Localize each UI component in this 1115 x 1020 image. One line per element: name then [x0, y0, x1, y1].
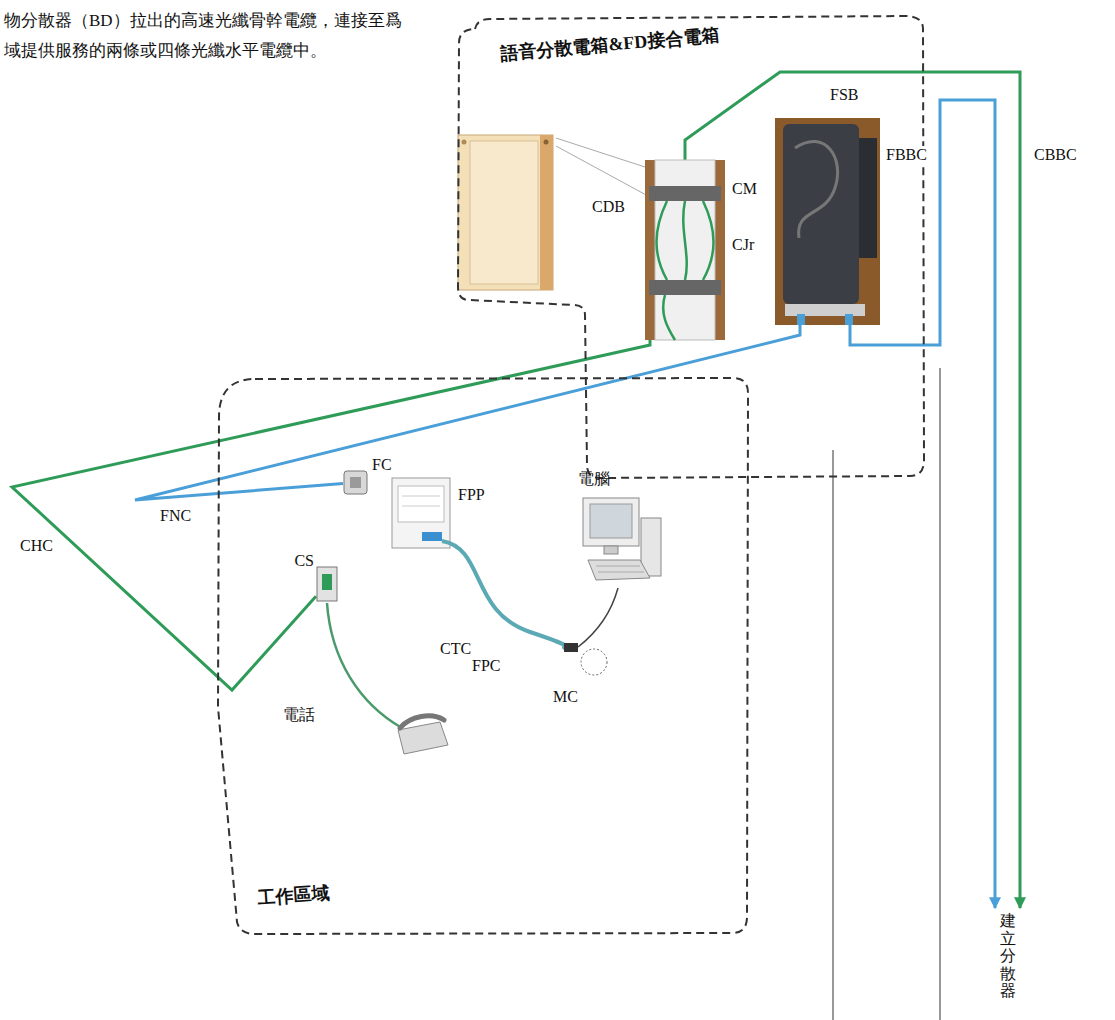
computer-drawing — [596, 566, 640, 567]
leader-line — [833, 450, 834, 1020]
cabinet-drawing — [458, 135, 553, 290]
region-title: 工作區域 — [257, 884, 330, 907]
dashed-region: 語音分散電箱&FD接合電箱 CDB FSB — [455, 15, 925, 480]
dashed-region — [218, 378, 748, 934]
phone-drawing — [327, 603, 402, 728]
part-code: FPP — [458, 486, 485, 504]
fiber-socket — [344, 471, 367, 494]
dashed-region: 工作區域 FC CS — [215, 377, 750, 935]
phone-drawing — [400, 716, 444, 728]
cable-connector — [12, 340, 650, 690]
patch-panel-drawing — [392, 478, 450, 548]
part-code: CS — [294, 552, 314, 570]
splice-box — [859, 138, 877, 258]
distributor-target: 建立分散器 — [988, 908, 1028, 1012]
patch-panel-drawing — [398, 486, 444, 522]
copper-socket — [317, 567, 337, 601]
patch-panel-drawing — [392, 478, 450, 548]
patch-cord-drawing — [578, 588, 618, 647]
copper-socket — [322, 574, 332, 590]
splice-box — [775, 118, 880, 325]
pointer-line — [556, 146, 648, 196]
leader-line — [833, 368, 940, 1020]
computer-drawing — [583, 498, 661, 580]
device-name: 電話 — [283, 706, 315, 724]
patch-panel-drawing — [402, 496, 440, 497]
cabinet-drawing — [458, 135, 553, 290]
cable-code: FNC — [158, 507, 193, 525]
fiber-socket: FC — [343, 470, 368, 495]
cabinet-drawing — [544, 140, 549, 145]
splice-box — [775, 118, 880, 325]
dashed-region — [458, 16, 924, 478]
patch-panel-drawing — [402, 506, 440, 507]
note-text: 物分散器（BD）拉出的高速光纖骨幹電纜，連接至爲 域提供服務的兩條或四條光纖水平… — [4, 6, 404, 66]
cabinet-drawing — [470, 141, 538, 284]
part-code: FC — [372, 456, 392, 474]
cable-code: CBBC — [1032, 146, 1079, 164]
part-code: MC — [553, 688, 578, 706]
computer-drawing — [588, 560, 650, 580]
distribution-board: CDB — [645, 160, 725, 340]
distribution-board — [649, 186, 721, 201]
cabinet-drawing — [540, 135, 553, 290]
pointer-line — [556, 138, 648, 196]
computer-drawing — [598, 572, 644, 573]
computer-drawing — [604, 546, 618, 554]
region-title: 語音分散電箱&FD接合電箱 — [500, 26, 720, 63]
distribution-board — [645, 160, 725, 340]
splice-box: FSB — [775, 118, 880, 325]
part-code: FSB — [830, 86, 858, 104]
leader-line — [940, 368, 941, 1020]
cabinet-drawing — [462, 140, 467, 145]
distribution-board — [663, 295, 675, 340]
splice-box — [797, 314, 805, 325]
patch-cord-drawing — [581, 649, 607, 675]
copper-socket: CS — [316, 566, 338, 602]
cable-code: FBBC — [884, 146, 929, 164]
part-code: CTC — [440, 640, 471, 658]
patch-cord-drawing — [564, 643, 578, 652]
phone-drawing — [327, 603, 448, 754]
computer-drawing — [583, 498, 639, 546]
part-code: CDB — [592, 198, 625, 216]
splice-box — [783, 124, 859, 304]
dashed-region — [215, 377, 750, 935]
splice-box — [845, 314, 853, 325]
cable-connector — [135, 325, 800, 500]
distribution-board — [645, 160, 725, 340]
patch-cord-drawing — [442, 541, 567, 648]
distribution-board — [649, 280, 721, 295]
patch-panel-drawing — [422, 532, 442, 541]
cable-code: CHC — [18, 537, 55, 555]
part-code: CJr — [732, 236, 754, 254]
computer-drawing — [590, 504, 632, 538]
device-name: 電腦 — [578, 470, 610, 488]
splice-box — [795, 142, 838, 238]
fiber-socket — [343, 470, 368, 495]
vertical-text: 建立分散器 — [1000, 908, 1016, 1000]
copper-socket — [316, 566, 338, 602]
fiber-socket — [350, 477, 361, 488]
part-code: CM — [732, 180, 757, 198]
cable-connector — [685, 72, 1020, 908]
distribution-board — [657, 201, 714, 280]
phone-drawing — [398, 722, 448, 754]
part-code: FPC — [472, 657, 500, 675]
